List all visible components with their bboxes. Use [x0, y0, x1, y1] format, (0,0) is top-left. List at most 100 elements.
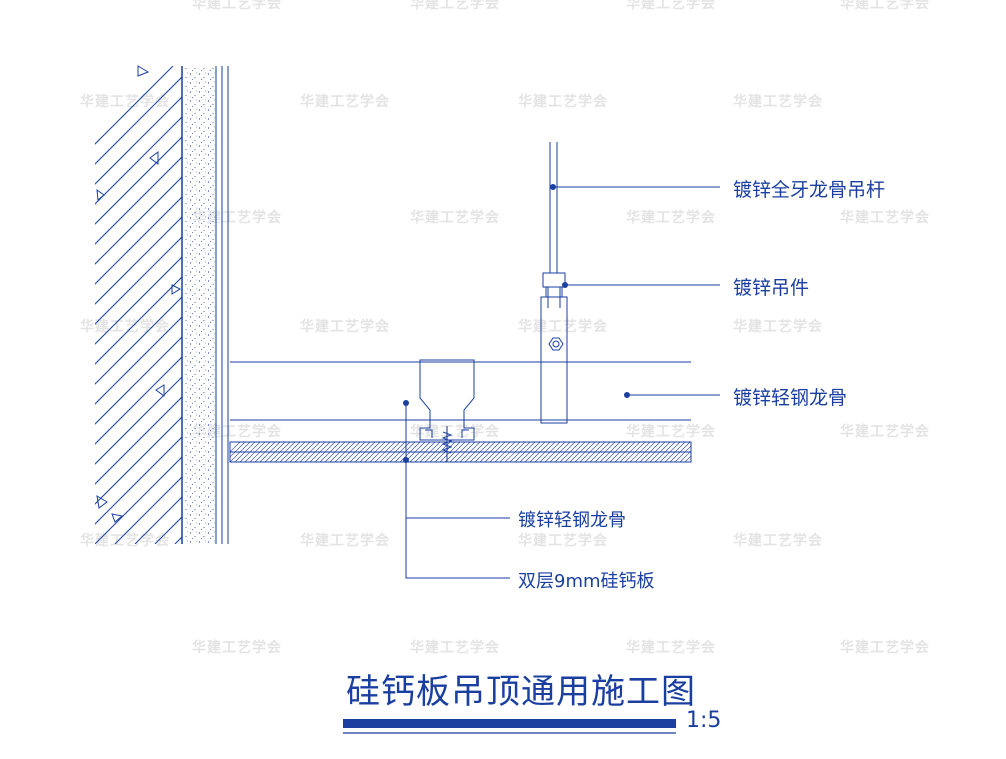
wall-hatch-line [335, 66, 813, 544]
watermark-text: 华建工艺学会 [300, 533, 390, 549]
board-hatch-line [239, 442, 261, 462]
screw [441, 426, 453, 462]
watermark-text: 华建工艺学会 [840, 640, 930, 656]
wall-hatch-line [655, 66, 1006, 544]
board-hatch-line [474, 442, 496, 462]
wall-hatch-line [415, 66, 893, 544]
wall-hatch-line [455, 66, 933, 544]
wall-hatch-line [95, 356, 182, 445]
board-hatch-line [389, 442, 411, 462]
board-hatch-line [434, 442, 456, 462]
board-hatch-line [529, 442, 551, 462]
title-underline [343, 719, 676, 734]
wall-hatch-line [675, 66, 1006, 544]
board-hatch-line [230, 442, 251, 462]
board-hatch-line [599, 442, 621, 462]
board-hatch-line [369, 442, 391, 462]
board-hatch-line [519, 442, 541, 462]
board-hatch-line [304, 442, 326, 462]
board-hatch-line [489, 442, 511, 462]
wall-hatch-line [174, 536, 182, 544]
watermark-text: 华建工艺学会 [840, 424, 930, 440]
board-hatch-line [679, 450, 691, 462]
board-hatch-line [469, 442, 491, 462]
board-hatch-line [584, 442, 606, 462]
watermark-text: 华建工艺学会 [733, 94, 823, 110]
board-hatch-line [664, 442, 686, 462]
board-hatch-line [230, 442, 246, 458]
watermark-text: 华建工艺学会 [410, 640, 500, 656]
board-hatch-line [604, 442, 626, 462]
wall-hatch-line [555, 66, 1006, 544]
board-hatch-line [349, 442, 371, 462]
board-hatch-line [429, 442, 451, 462]
board-hatch-line [624, 442, 646, 462]
board-hatch-line [695, 442, 715, 462]
wall-hatch-line [215, 66, 693, 544]
wall-hatch-line [95, 156, 182, 245]
main-keel-lines [230, 361, 691, 421]
wall-hatch-line [195, 66, 673, 544]
secondary-keel-label: 镀锌轻钢龙骨 [518, 510, 626, 531]
watermark-text: 华建工艺学会 [626, 210, 716, 226]
board-hatch-line [579, 442, 601, 462]
board-hatch-line [419, 442, 441, 462]
board-hatch-line [509, 442, 531, 462]
watermark-text: 华建工艺学会 [840, 0, 930, 12]
watermark-text: 华建工艺学会 [300, 94, 390, 110]
wall-hatch-line [395, 66, 873, 544]
board-hatch-line [284, 442, 306, 462]
board-hatch-line [414, 442, 436, 462]
watermark-text: 华建工艺学会 [300, 319, 390, 335]
watermark-text: 华建工艺学会 [192, 640, 282, 656]
board-hatch-line [449, 442, 471, 462]
wall-hatch-line [315, 66, 793, 544]
wall-hatch-line [95, 136, 182, 225]
board-hatch-line [334, 442, 356, 462]
board-hatch-line [689, 460, 691, 462]
board-hatch-line [619, 442, 641, 462]
board-hatch-line [294, 442, 316, 462]
board-hatch-line [374, 442, 396, 462]
board-hatch-line [274, 442, 296, 462]
watermark-text: 华建工艺学会 [518, 319, 608, 335]
watermark-text: 华建工艺学会 [840, 210, 930, 226]
board-hatch-line [629, 442, 651, 462]
wall-hatch-line [355, 66, 833, 544]
wall-hatch-line [295, 66, 773, 544]
board-hatch-line [559, 442, 581, 462]
watermark-text: 华建工艺学会 [80, 319, 170, 335]
board-hatch-line [494, 442, 516, 462]
board-hatch-line [244, 442, 266, 462]
board-hatch-line [589, 442, 611, 462]
wall-hatch-line [95, 116, 182, 205]
secondary-keel-profile [419, 359, 475, 441]
wall-hatch-line [154, 516, 182, 544]
board-hatch-line [234, 442, 256, 462]
board-hatch-line [459, 442, 481, 462]
board-hatch-line [464, 442, 486, 462]
board-hatch-line [444, 442, 466, 462]
hanger-fitting-label: 镀锌吊件 [733, 277, 810, 299]
board-hatch-line [230, 442, 241, 453]
board-hatch-line [534, 442, 556, 462]
board-hatch-line [594, 442, 616, 462]
wall-aggregate-marks [96, 65, 182, 523]
board-hatch-line [279, 442, 301, 462]
board-hatch-line [644, 442, 666, 462]
watermark-text: 华建工艺学会 [518, 94, 608, 110]
board-hatch-line [514, 442, 536, 462]
wall-hatch-line [475, 66, 953, 544]
wall-hatch-line [515, 66, 993, 544]
board-hatch-line [254, 442, 276, 462]
board-hatch-line [609, 442, 631, 462]
board-hatch-line [359, 442, 381, 462]
board-hatch-line [669, 442, 691, 462]
board-hatch-line [364, 442, 386, 462]
board-hatch-line [314, 442, 336, 462]
watermark-text: 华建工艺学会 [80, 94, 170, 110]
hanger-fitting [540, 272, 568, 424]
board-hatch-line [639, 442, 661, 462]
board-hatch-line [569, 442, 591, 462]
wall-hatch-line [255, 66, 733, 544]
